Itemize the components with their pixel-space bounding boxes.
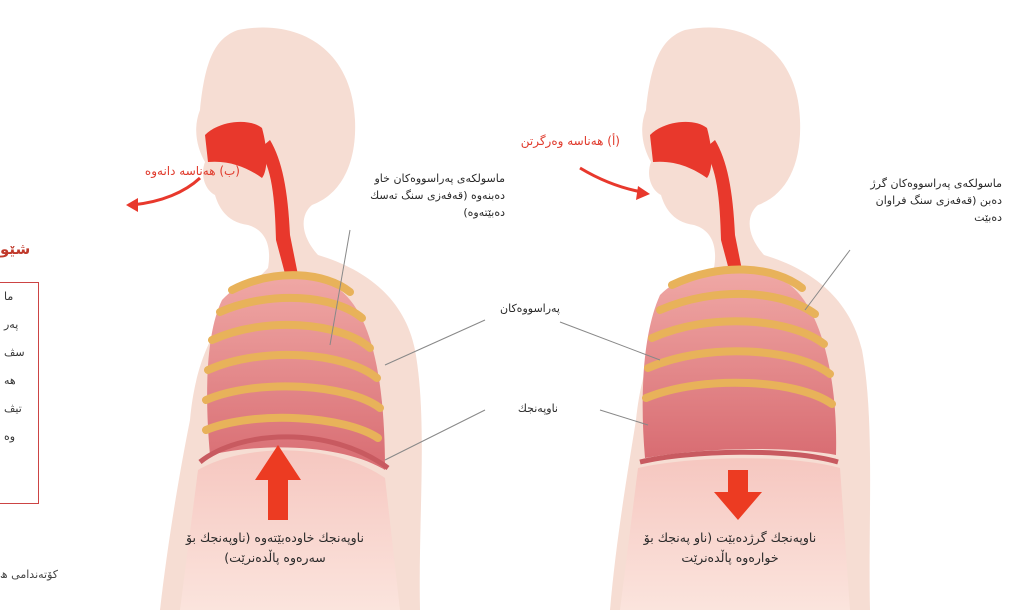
inhale-muscle-note: ماسولکەی پەراسووەکان گرژ دەبن (قەفەزی سن… xyxy=(812,175,1002,226)
inhale-inflow-arrowhead-icon xyxy=(636,186,650,200)
diaphragm-label: ناوپەنجك xyxy=(478,400,558,417)
inhale-rib-leader xyxy=(560,322,660,360)
inhale-diaphragm-caption: ناوپەنجك گرژدەبێت (ناو پەنجك بۆ خوارەوە … xyxy=(585,528,875,568)
exhale-outflow-arrow-icon xyxy=(132,178,200,205)
inhale-inflow-arrow-icon xyxy=(580,168,642,192)
exhale-muscle-note: ماسولکەی پەراسووەکان خاو دەبنەوە (قەفەزی… xyxy=(345,170,505,221)
exhale-title: (ب) هەناسە دانەوە xyxy=(130,162,240,181)
exhale-figure xyxy=(126,28,485,610)
exhale-diaphragm-caption: ناوپەنجك خاودەبێتەوە (ناوپەنجك بۆ سەرەوە… xyxy=(140,528,410,568)
inhale-title: (أ) هەناسە وەرگرتن xyxy=(470,132,620,151)
inhale-figure xyxy=(560,28,870,610)
exhale-outflow-arrowhead-icon xyxy=(126,198,138,212)
ribs-label: پەراسووەکان xyxy=(480,300,580,317)
